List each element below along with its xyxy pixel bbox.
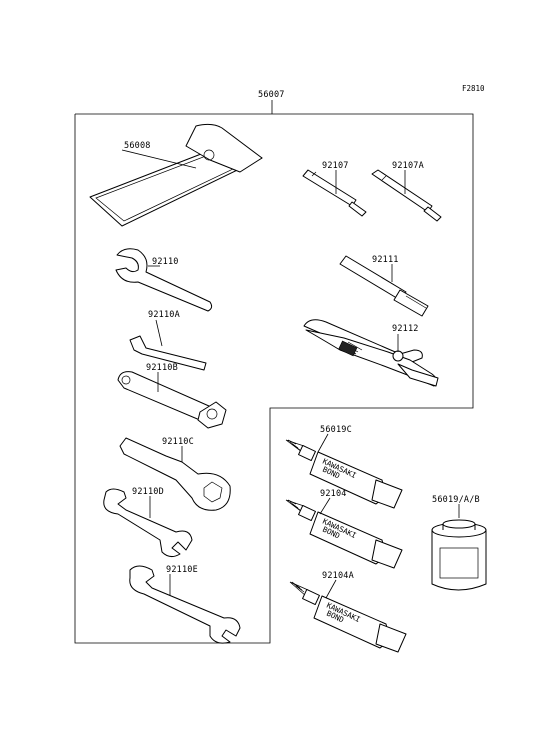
handle-92111[interactable]: 92111 [339,255,429,317]
label-92104a[interactable]: 92104A [322,571,354,581]
label-92104[interactable]: 92104 [320,489,347,499]
bond-tube-92104a[interactable]: KAWASAKI BOND 92104A [289,571,407,653]
label-56019c[interactable]: 56019C [320,425,352,435]
label-92107a[interactable]: 92107A [392,161,424,171]
screwdriver-92107[interactable]: 92107 [302,161,367,217]
label-92110d[interactable]: 92110D [132,487,164,497]
hex-wrench-92110a[interactable]: 92110A [129,310,207,371]
pliers-92112[interactable]: 92112 [303,319,439,387]
label-56008[interactable]: 56008 [124,141,151,151]
wrench-92110d[interactable]: 92110D [103,487,193,558]
label-56007[interactable]: 56007 [258,90,285,100]
tool-pouch[interactable]: 56008 [89,123,263,227]
label-92111[interactable]: 92111 [372,255,399,265]
label-56019-a-b[interactable]: 56019/A/B [432,495,480,505]
label-92110a[interactable]: 92110A [148,310,180,320]
figure-code: F2810 [462,84,485,93]
label-92107[interactable]: 92107 [322,161,349,171]
hook-spanner-92110[interactable]: 92110 [115,248,213,312]
label-92110[interactable]: 92110 [152,257,179,267]
label-92110b[interactable]: 92110B [146,363,178,373]
screwdriver-92107a[interactable]: 92107A [371,161,442,222]
offset-wrench-92110c[interactable]: 92110C [119,437,231,511]
label-92110e[interactable]: 92110E [166,565,198,575]
bond-can-56019[interactable]: 56019/A/B [431,495,487,591]
box-wrench-92110b[interactable]: 92110B [117,363,227,429]
label-92110c[interactable]: 92110C [162,437,194,447]
wrench-92110e[interactable]: 92110E [129,565,241,644]
toolkit-frame: 56007 [74,90,474,644]
label-92112[interactable]: 92112 [392,324,419,334]
